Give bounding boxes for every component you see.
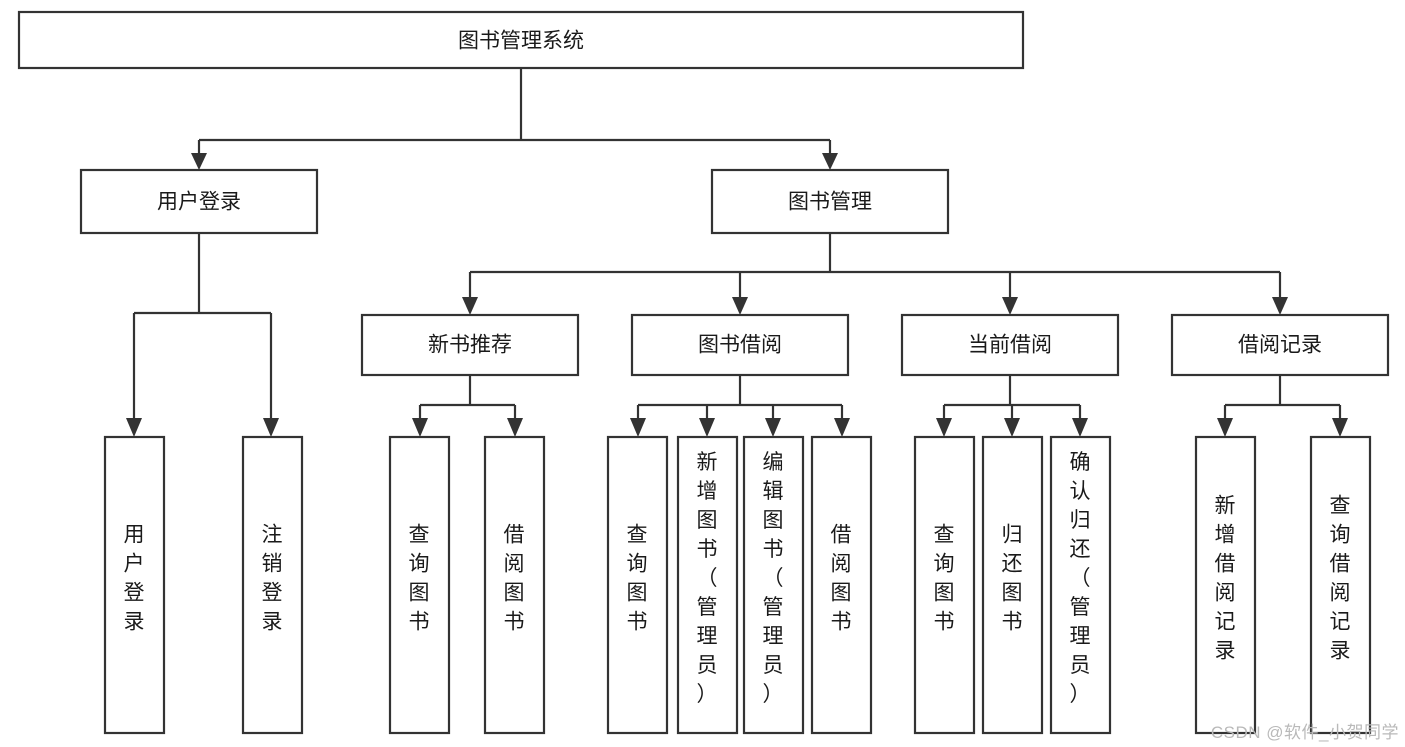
leaf-add-book-label: 新增图书（管理员） bbox=[697, 451, 718, 706]
node-new-book-recommend-box[interactable] bbox=[360, 313, 580, 377]
leaf-user-login[interactable]: 用户登录 bbox=[103, 435, 166, 735]
leaf-confirm-return-label: 确认归还（管理员） bbox=[1070, 451, 1091, 706]
node-root[interactable]: 图书管理系统 bbox=[17, 10, 1025, 70]
leaf-add-book[interactable]: 新增图书（管理员） bbox=[676, 435, 739, 735]
arrow-to-leaf-borrow-book-1 bbox=[507, 418, 523, 437]
leaf-add-record[interactable]: 新增借阅记录 bbox=[1194, 435, 1257, 735]
connector-group-root bbox=[191, 68, 838, 170]
leaf-query-book-3-label: 查询图书 bbox=[934, 524, 955, 634]
arrow-to-leaf-logout-login bbox=[263, 418, 279, 437]
arrow-to-leaf-add-record bbox=[1217, 418, 1233, 437]
node-user-login[interactable]: 用户登录 bbox=[79, 168, 319, 235]
arrow-to-user-login bbox=[191, 153, 207, 170]
node-current-borrow-box[interactable] bbox=[900, 313, 1120, 377]
leaf-return-book[interactable]: 归还图书 bbox=[981, 435, 1044, 735]
leaf-borrow-book-1-label: 借阅图书 bbox=[504, 524, 525, 634]
node-user-login-label: 用户登录 bbox=[157, 191, 241, 214]
node-borrow-record[interactable]: 借阅记录 bbox=[1170, 313, 1390, 377]
leaf-logout-login-label: 注销登录 bbox=[262, 524, 283, 634]
node-user-login-box[interactable] bbox=[79, 168, 319, 235]
arrow-to-leaf-query-book-2 bbox=[630, 418, 646, 437]
arrow-to-book-borrow bbox=[732, 297, 748, 315]
arrow-to-leaf-edit-book bbox=[765, 418, 781, 437]
leaf-borrow-book-1-box[interactable] bbox=[483, 435, 546, 735]
leaf-borrow-book-2[interactable]: 借阅图书 bbox=[810, 435, 873, 735]
leaf-query-record-label: 查询借阅记录 bbox=[1330, 495, 1351, 663]
arrow-to-leaf-query-record bbox=[1332, 418, 1348, 437]
arrow-to-leaf-confirm-return bbox=[1072, 418, 1088, 437]
leaf-query-book-3[interactable]: 查询图书 bbox=[913, 435, 976, 735]
node-current-borrow[interactable]: 当前借阅 bbox=[900, 313, 1120, 377]
node-current-borrow-label: 当前借阅 bbox=[968, 334, 1052, 357]
node-borrow-record-box[interactable] bbox=[1170, 313, 1390, 377]
leaf-confirm-return[interactable]: 确认归还（管理员） bbox=[1049, 435, 1112, 735]
leaf-borrow-book-2-box[interactable] bbox=[810, 435, 873, 735]
arrow-to-leaf-query-book-1 bbox=[412, 418, 428, 437]
leaf-logout-login[interactable]: 注销登录 bbox=[241, 435, 304, 735]
node-book-manage-label: 图书管理 bbox=[788, 191, 872, 214]
arrow-to-book-manage bbox=[822, 153, 838, 170]
node-new-book-recommend-label: 新书推荐 bbox=[428, 334, 512, 357]
leaf-user-login-box[interactable] bbox=[103, 435, 166, 735]
node-book-manage[interactable]: 图书管理 bbox=[710, 168, 950, 235]
leaf-edit-book[interactable]: 编辑图书（管理员） bbox=[742, 435, 805, 735]
leaf-return-book-box[interactable] bbox=[981, 435, 1044, 735]
node-root-label: 图书管理系统 bbox=[458, 30, 584, 53]
arrow-to-leaf-return-book bbox=[1004, 418, 1020, 437]
leaf-edit-book-box[interactable] bbox=[742, 435, 805, 735]
leaf-query-book-1[interactable]: 查询图书 bbox=[388, 435, 451, 735]
node-root-box[interactable] bbox=[17, 10, 1025, 70]
node-book-borrow[interactable]: 图书借阅 bbox=[630, 313, 850, 377]
leaf-query-book-1-box[interactable] bbox=[388, 435, 451, 735]
leaf-borrow-book-2-label: 借阅图书 bbox=[831, 524, 852, 634]
connector-group-book-borrow bbox=[630, 375, 850, 437]
leaf-logout-login-box[interactable] bbox=[241, 435, 304, 735]
node-book-borrow-box[interactable] bbox=[630, 313, 850, 377]
arrow-to-leaf-borrow-book-2 bbox=[834, 418, 850, 437]
leaf-edit-book-label: 编辑图书（管理员） bbox=[763, 451, 784, 706]
leaf-add-book-box[interactable] bbox=[676, 435, 739, 735]
leaf-borrow-book-1[interactable]: 借阅图书 bbox=[483, 435, 546, 735]
leaf-add-record-label: 新增借阅记录 bbox=[1215, 495, 1236, 663]
node-new-book-recommend[interactable]: 新书推荐 bbox=[360, 313, 580, 377]
leaf-query-book-2[interactable]: 查询图书 bbox=[606, 435, 669, 735]
leaf-query-book-2-box[interactable] bbox=[606, 435, 669, 735]
leaf-return-book-label: 归还图书 bbox=[1002, 524, 1023, 634]
leaf-query-record-box[interactable] bbox=[1309, 435, 1372, 735]
connector-group-book-manage bbox=[462, 233, 1288, 315]
leaf-add-record-box[interactable] bbox=[1194, 435, 1257, 735]
arrow-to-borrow-record bbox=[1272, 297, 1288, 315]
leaf-user-login-label: 用户登录 bbox=[124, 524, 145, 634]
leaf-query-book-1-label: 查询图书 bbox=[409, 524, 430, 634]
connector-group-current-borrow bbox=[936, 375, 1088, 437]
node-borrow-record-label: 借阅记录 bbox=[1238, 334, 1322, 357]
arrow-to-leaf-add-book bbox=[699, 418, 715, 437]
leaf-query-record[interactable]: 查询借阅记录 bbox=[1309, 435, 1372, 735]
connector-group-user-login bbox=[126, 233, 279, 437]
connector-group-new-book-recommend bbox=[412, 375, 523, 437]
arrow-to-leaf-query-book-3 bbox=[936, 418, 952, 437]
connector-group-borrow-record bbox=[1217, 375, 1348, 437]
arrow-to-current-borrow bbox=[1002, 297, 1018, 315]
leaf-confirm-return-box[interactable] bbox=[1049, 435, 1112, 735]
leaf-query-book-2-label: 查询图书 bbox=[627, 524, 648, 634]
node-book-borrow-label: 图书借阅 bbox=[698, 334, 782, 357]
arrow-to-leaf-user-login bbox=[126, 418, 142, 437]
arrow-to-new-book-recommend bbox=[462, 297, 478, 315]
leaf-query-book-3-box[interactable] bbox=[913, 435, 976, 735]
node-book-manage-box[interactable] bbox=[710, 168, 950, 235]
